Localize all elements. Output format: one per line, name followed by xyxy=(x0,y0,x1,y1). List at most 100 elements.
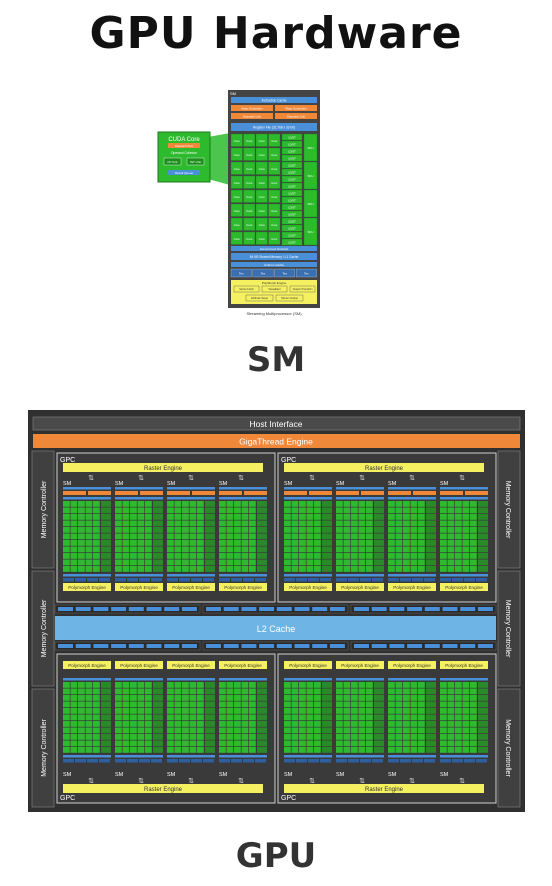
gpc-core xyxy=(388,566,395,572)
ldst-unit xyxy=(281,154,303,162)
gpc-core xyxy=(336,559,343,566)
gpc-core xyxy=(336,708,343,714)
gpc-ldst xyxy=(257,701,267,708)
l2-bank xyxy=(276,607,292,611)
ldst-label: LD/ST xyxy=(288,178,296,182)
gpc-core xyxy=(78,559,85,566)
memory-controller xyxy=(497,450,521,569)
gpc-core xyxy=(366,747,373,753)
gpc-core xyxy=(343,553,351,559)
gpc-core xyxy=(455,514,462,520)
gpc-core xyxy=(299,708,306,714)
sm-scheduler-bar xyxy=(192,491,215,495)
gpc-core xyxy=(351,501,358,507)
sm-register-bar xyxy=(63,497,111,500)
gpc-core xyxy=(395,708,403,714)
gpc-core xyxy=(63,514,70,520)
gpc-core xyxy=(122,520,130,527)
cuda-core-label: Core xyxy=(234,223,241,227)
gpc-core xyxy=(189,520,197,527)
gpc-core xyxy=(418,514,425,520)
gpc-core xyxy=(145,520,152,527)
tex-label: Tex xyxy=(282,272,287,276)
cuda-core xyxy=(243,203,256,217)
gpc-core xyxy=(366,721,373,727)
gpc-core xyxy=(440,740,447,747)
gpc-core xyxy=(366,553,373,559)
gpc-core xyxy=(440,507,447,514)
gpc-core xyxy=(115,553,122,559)
gpc-core xyxy=(388,701,395,708)
l2-bank xyxy=(75,644,91,648)
cuda-core xyxy=(268,133,281,147)
gpc-core xyxy=(189,527,197,533)
gpc-core xyxy=(410,566,418,572)
gpc-ldst xyxy=(374,708,384,714)
gpu-caption: GPU xyxy=(235,836,317,876)
sm-scheduler-bar xyxy=(63,491,86,495)
gpc-core xyxy=(291,721,299,727)
sm-tex-block xyxy=(412,578,423,582)
gpc-core xyxy=(284,501,291,507)
gpc-core xyxy=(189,734,197,740)
gpc-core xyxy=(167,533,174,540)
gpc-core xyxy=(366,527,373,533)
gpc-core xyxy=(85,533,93,540)
l2-bank xyxy=(241,607,257,611)
gpc-core xyxy=(174,734,182,740)
gpc-core xyxy=(462,721,470,727)
l2-bank xyxy=(389,607,405,611)
gpc-core xyxy=(219,734,226,740)
ldst-label: LD/ST xyxy=(288,185,296,189)
gpc-core xyxy=(241,520,249,527)
gpc-core xyxy=(197,695,204,701)
gpc-core xyxy=(197,727,204,734)
gpc-ldst xyxy=(257,501,267,507)
polymorph-engine-label: Polymorph Engine xyxy=(224,663,262,668)
gpc-ldst xyxy=(426,714,436,721)
gpc-ldst xyxy=(322,533,332,540)
ldst-label: LD/ST xyxy=(288,192,296,196)
gpc-core xyxy=(122,740,130,747)
gpc-core xyxy=(219,747,226,753)
tex-label: Tex xyxy=(239,272,244,276)
cuda-core-label: Core xyxy=(246,237,253,241)
ldst-unit xyxy=(281,231,303,239)
gpc-core xyxy=(197,747,204,753)
ldst-unit xyxy=(281,161,303,169)
gpc-core xyxy=(174,747,182,753)
gpc-ldst xyxy=(426,734,436,740)
sm-stream-output: Stream Output xyxy=(281,296,298,300)
gpc-core xyxy=(366,501,373,507)
gpc-core xyxy=(85,507,93,514)
arrow-icon: ⇅ xyxy=(238,475,244,482)
gpc-core xyxy=(249,546,256,553)
gpc-core xyxy=(115,533,122,540)
gpc-core xyxy=(219,559,226,566)
gpc-core xyxy=(63,566,70,572)
gpc-core xyxy=(455,540,462,546)
gpc-sm-label: SM xyxy=(115,772,124,778)
cuda-core xyxy=(230,189,243,203)
tex-unit xyxy=(230,268,252,278)
gpc-core xyxy=(234,714,241,721)
gpc-core xyxy=(351,688,358,695)
polymorph-engine-label: Polymorph Engine xyxy=(393,663,431,668)
gpc-ldst xyxy=(205,514,215,520)
sm-polymorph-engine: PolyMorph Engine xyxy=(262,281,287,285)
gpc-core xyxy=(314,566,321,572)
l2-bank xyxy=(241,644,257,648)
gpc-ldst xyxy=(101,566,111,572)
gpc-core xyxy=(130,688,137,695)
cuda-core xyxy=(243,161,256,175)
gpc-core xyxy=(388,520,395,527)
gpc-core xyxy=(470,540,477,546)
gpc-ldst xyxy=(374,734,384,740)
gpc-core xyxy=(226,740,234,747)
gpc-ldst xyxy=(205,540,215,546)
gpc-ldst xyxy=(257,553,267,559)
gpc-core xyxy=(447,734,455,740)
gpc-core xyxy=(122,501,130,507)
